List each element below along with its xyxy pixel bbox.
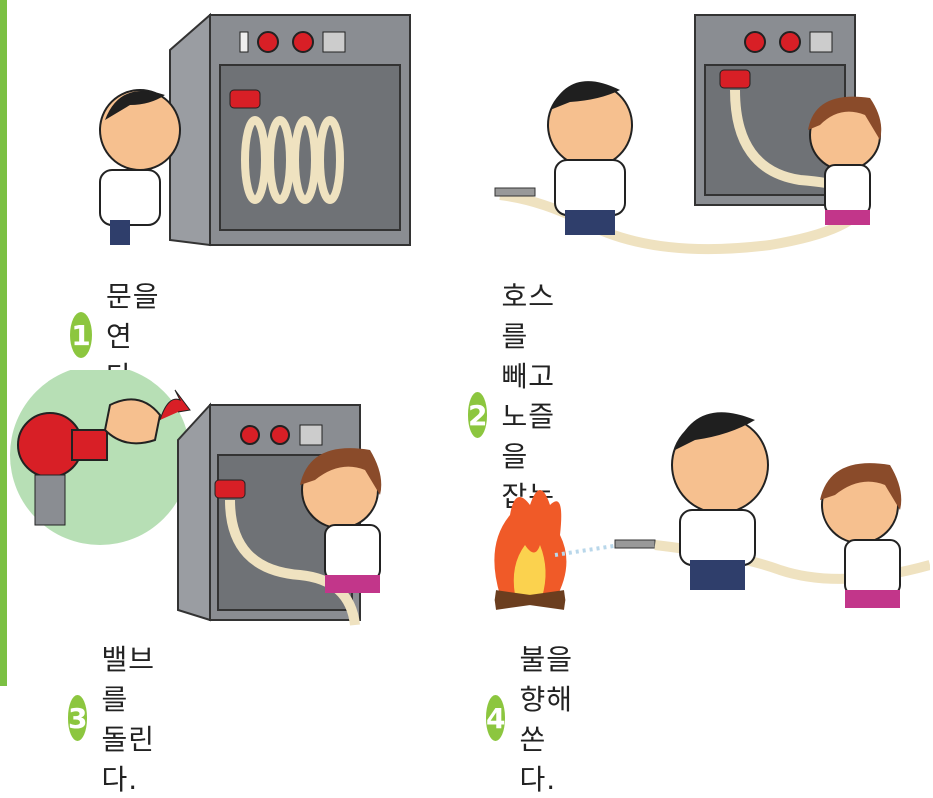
step-3-illustration	[10, 370, 382, 626]
step-1-illustration	[99, 12, 411, 247]
step-4-caption: 불을 향해 쏜다.	[519, 643, 574, 796]
step-4-illustration	[494, 412, 930, 610]
step-3-badge: 3	[68, 695, 88, 741]
step-2-caption: 호스를 빼고 노즐을 잡는다.	[501, 280, 556, 553]
step-2-badge: 2	[468, 392, 488, 438]
step-3-caption: 밸브를 돌린다.	[101, 643, 156, 796]
step-4-badge: 4	[486, 695, 506, 741]
side-accent-bar	[0, 0, 7, 686]
step-2-illustration	[494, 14, 882, 255]
step-1-badge: 1	[70, 312, 92, 358]
